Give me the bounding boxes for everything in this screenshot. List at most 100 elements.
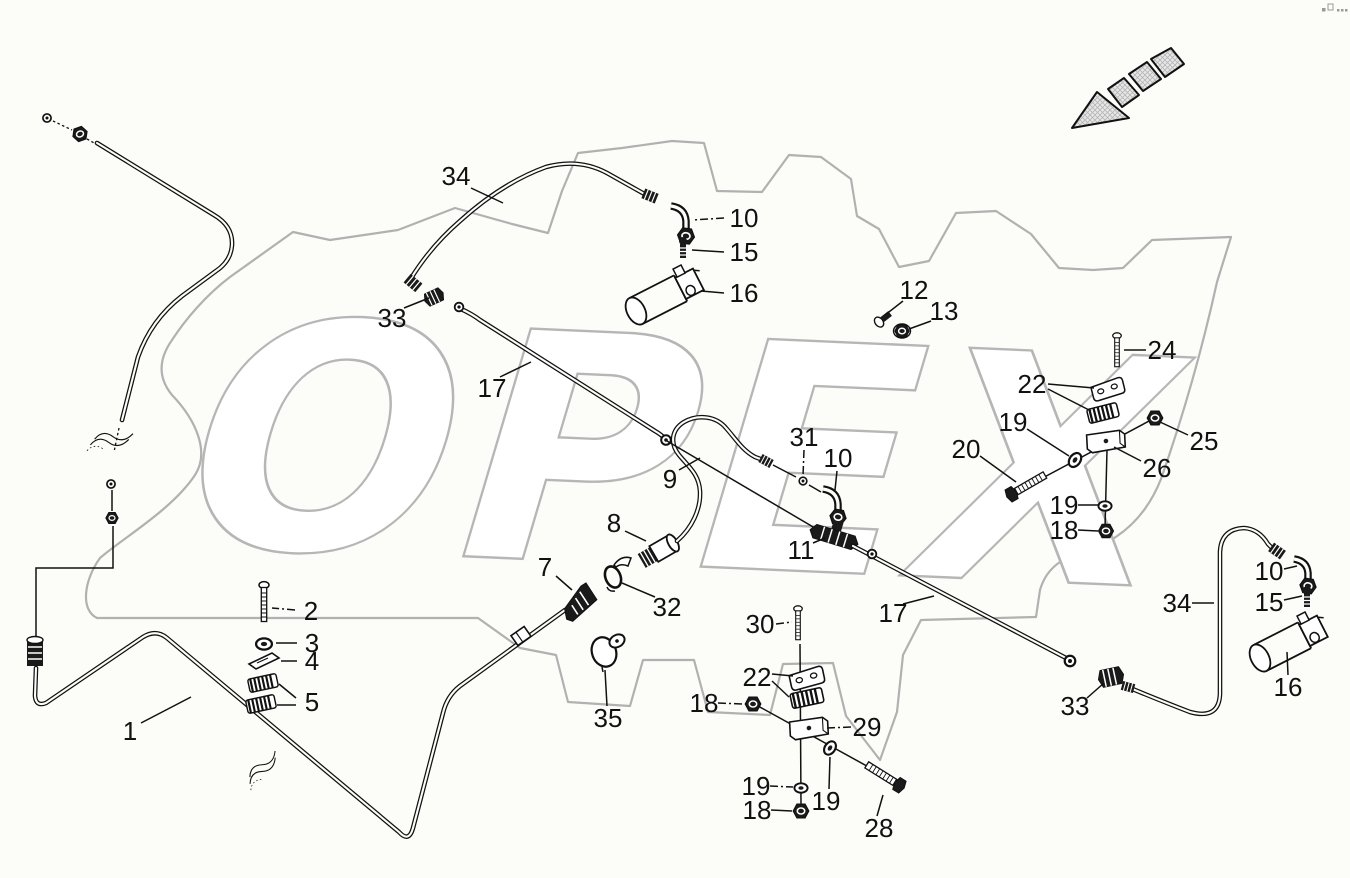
leader-line bbox=[678, 457, 701, 471]
callout-35: 35 bbox=[594, 703, 623, 733]
callout-34: 34 bbox=[442, 161, 471, 191]
fitting-ring bbox=[42, 113, 52, 123]
callout-16: 16 bbox=[730, 278, 759, 308]
callout-33: 33 bbox=[1061, 691, 1090, 721]
callout-26: 26 bbox=[1143, 453, 1172, 483]
leader-line bbox=[828, 756, 831, 790]
callout-29: 29 bbox=[853, 712, 882, 742]
callout-5: 5 bbox=[305, 687, 319, 717]
leader-line bbox=[1286, 651, 1289, 676]
leader-line bbox=[979, 455, 1017, 483]
callout-2: 2 bbox=[304, 596, 318, 626]
tee-fitting-11 bbox=[809, 520, 859, 551]
callout-8: 8 bbox=[607, 508, 621, 538]
leader-line bbox=[1047, 388, 1092, 412]
machine-outline bbox=[84, 139, 1233, 762]
leader-line bbox=[1283, 595, 1303, 601]
hose-34-left bbox=[402, 161, 711, 329]
fitting-ring bbox=[106, 479, 116, 489]
leader-line bbox=[691, 249, 725, 253]
leader-line bbox=[1113, 446, 1142, 462]
callout-10: 10 bbox=[824, 443, 853, 473]
pipe-17-right bbox=[850, 543, 1077, 668]
callout-9: 9 bbox=[663, 464, 677, 494]
nut-18 bbox=[792, 803, 810, 819]
fitting-nut bbox=[105, 511, 119, 525]
leader-line bbox=[771, 680, 790, 698]
callout-25: 25 bbox=[1190, 426, 1219, 456]
leader-line bbox=[470, 187, 504, 204]
callout-19: 19 bbox=[999, 407, 1028, 437]
callout-18: 18 bbox=[743, 795, 772, 825]
nut-18 bbox=[1097, 523, 1115, 539]
elbow-10-right bbox=[1293, 555, 1318, 596]
clamp-block-5 bbox=[244, 693, 278, 715]
washer-3 bbox=[254, 637, 274, 651]
callout-15: 15 bbox=[1255, 587, 1284, 617]
seal-ring-31 bbox=[798, 476, 808, 486]
break-mark bbox=[86, 425, 134, 459]
callout-1: 1 bbox=[123, 716, 137, 746]
callout-19: 19 bbox=[1050, 490, 1079, 520]
callout-12: 12 bbox=[900, 275, 929, 305]
plate-4 bbox=[248, 652, 280, 670]
direction-arrow-icon bbox=[1071, 47, 1185, 129]
callout-31: 31 bbox=[790, 422, 819, 452]
nipple-15 bbox=[679, 237, 687, 258]
callout-33: 33 bbox=[378, 303, 407, 333]
leader-line bbox=[271, 607, 296, 611]
leader-line bbox=[140, 696, 192, 724]
leader-line bbox=[1283, 565, 1298, 570]
tube-collar bbox=[509, 625, 533, 647]
bolt-28 bbox=[862, 758, 909, 795]
callout-15: 15 bbox=[730, 237, 759, 267]
callout-3: 3 bbox=[305, 628, 319, 658]
watermark: OPEX bbox=[137, 252, 1230, 661]
leader-line bbox=[700, 290, 725, 294]
callout-17: 17 bbox=[879, 598, 908, 628]
callout-18: 18 bbox=[690, 688, 719, 718]
callout-34: 34 bbox=[1163, 588, 1192, 618]
hose-end-fitting bbox=[640, 187, 660, 205]
mount-cluster-upper-right bbox=[1002, 332, 1164, 539]
end-fitting-33 bbox=[26, 635, 44, 666]
callout-22: 22 bbox=[1018, 369, 1047, 399]
cap-35 bbox=[590, 633, 626, 673]
callout-13: 13 bbox=[930, 296, 959, 326]
callout-10: 10 bbox=[1255, 556, 1284, 586]
callout-16: 16 bbox=[1274, 672, 1303, 702]
callout-11: 11 bbox=[788, 535, 815, 565]
leader-line bbox=[621, 582, 656, 598]
elbow-10-mid bbox=[822, 485, 849, 527]
fitting-nut bbox=[69, 124, 91, 144]
callout-24: 24 bbox=[1148, 335, 1177, 365]
hose-34-right bbox=[1095, 525, 1335, 717]
washer-19 bbox=[793, 782, 809, 794]
bolt-12-nut-13 bbox=[873, 311, 912, 339]
leader-line bbox=[775, 621, 793, 625]
nipple-15-right bbox=[1303, 586, 1311, 607]
leader-line bbox=[825, 726, 852, 729]
callout-20: 20 bbox=[952, 434, 981, 464]
leader-line bbox=[770, 809, 793, 812]
break-mark bbox=[239, 750, 287, 791]
callout-22: 22 bbox=[743, 662, 772, 692]
pipe-17-left bbox=[453, 301, 672, 446]
mount-cluster-bottom bbox=[744, 605, 909, 819]
leader-line bbox=[604, 669, 608, 707]
leader-line bbox=[403, 297, 430, 309]
callout-10: 10 bbox=[730, 203, 759, 233]
leader-line bbox=[802, 449, 805, 477]
callout-4: 4 bbox=[305, 646, 319, 676]
bracket-29 bbox=[788, 716, 830, 741]
connector-8 bbox=[637, 533, 680, 568]
leader-line bbox=[834, 470, 838, 491]
supply-pipe-topleft bbox=[35, 113, 235, 638]
callout-17: 17 bbox=[478, 373, 507, 403]
leader-line bbox=[278, 683, 297, 699]
leader-line bbox=[1047, 383, 1095, 389]
callout-30: 30 bbox=[746, 609, 775, 639]
callout-32: 32 bbox=[653, 592, 682, 622]
